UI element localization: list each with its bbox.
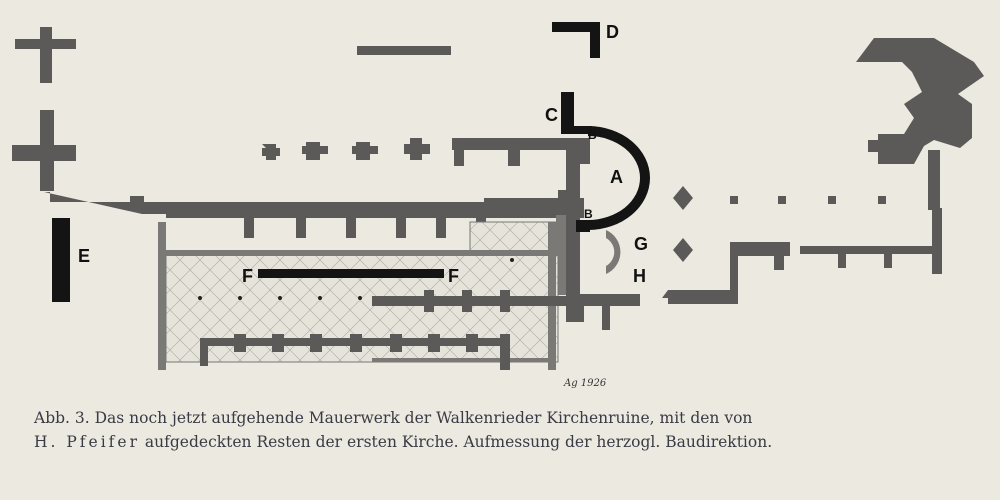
cloister-area-upper [469,221,557,253]
choir-pier [778,196,786,204]
vault-points [198,258,514,300]
cloister-pier-s [428,334,440,352]
cloister-pier-s [234,334,246,352]
caption-line-2: H. Pfeifer aufgedeckten Resten der erste… [34,430,974,454]
cloister-pier-s [390,334,402,352]
choir-pier-diamond [673,186,693,210]
nave-pier [352,142,378,160]
chapel-wall [502,203,562,218]
nave-south-wall [44,192,584,242]
label-e: E [78,246,90,266]
crossing-wall [566,150,580,322]
cloister-north-walk [166,250,558,256]
choir-south-wall-east [800,208,942,274]
cloister-pier-s [350,334,362,352]
apse-base [576,220,590,232]
label-b-bottom: B [584,207,593,221]
cloister-pier [462,290,472,312]
cloister-pier-s [500,334,510,370]
cross-pier-top-left [15,27,76,83]
choir-pier [730,196,738,204]
cloister-south-end [200,338,208,366]
choir-south-wall [662,242,790,304]
cloister-pier-s [272,334,284,352]
cross-pier-left [12,110,76,191]
label-g: G [634,234,648,254]
feature-f-foundation [258,269,444,278]
church-ruin-floor-plan: A B B C D E F F G H Ag 1926 [12,22,984,389]
draftsman-signature: Ag 1926 [563,378,607,389]
feature-a-apse [588,126,650,230]
label-a: A [610,167,623,187]
crossing-wall-2 [556,215,566,295]
feature-c-wall [561,92,592,134]
cloister-south-line [372,358,552,362]
nave-pier [262,144,280,160]
feature-d-wall [552,22,600,58]
label-c: C [545,105,558,125]
transept-south-wall [576,294,640,330]
cloister-pier-s [466,334,478,352]
feature-e-wall [52,218,70,302]
cloister-pier-s [310,334,322,352]
figure-caption: Abb. 3. Das noch jetzt aufgehende Mauerw… [34,406,974,454]
label-b-top: B [588,128,597,142]
transept-north-wall [452,138,590,166]
caption-author-name: H. Pfeifer [34,433,140,451]
wall-segment-top [357,46,451,55]
nave-pier [302,142,328,160]
chevet-wall [928,150,940,210]
cloister-pier [424,290,434,312]
nave-pier [404,138,430,160]
caption-line-1: Abb. 3. Das noch jetzt aufgehende Mauerw… [34,409,753,427]
label-f-right: F [448,266,459,286]
cloister-pier [500,290,510,312]
label-f-left: F [242,266,253,286]
choir-pier-diamond [673,238,693,262]
feature-g-apse [606,230,621,274]
label-h: H [633,266,646,286]
choir-pier [828,196,836,204]
cloister-west-wall [158,222,166,370]
caption-line-2-rest: aufgedeckten Resten der ersten Kirche. A… [140,433,773,451]
choir-pier [878,196,886,204]
east-chevet [856,38,984,164]
label-d: D [606,22,619,42]
